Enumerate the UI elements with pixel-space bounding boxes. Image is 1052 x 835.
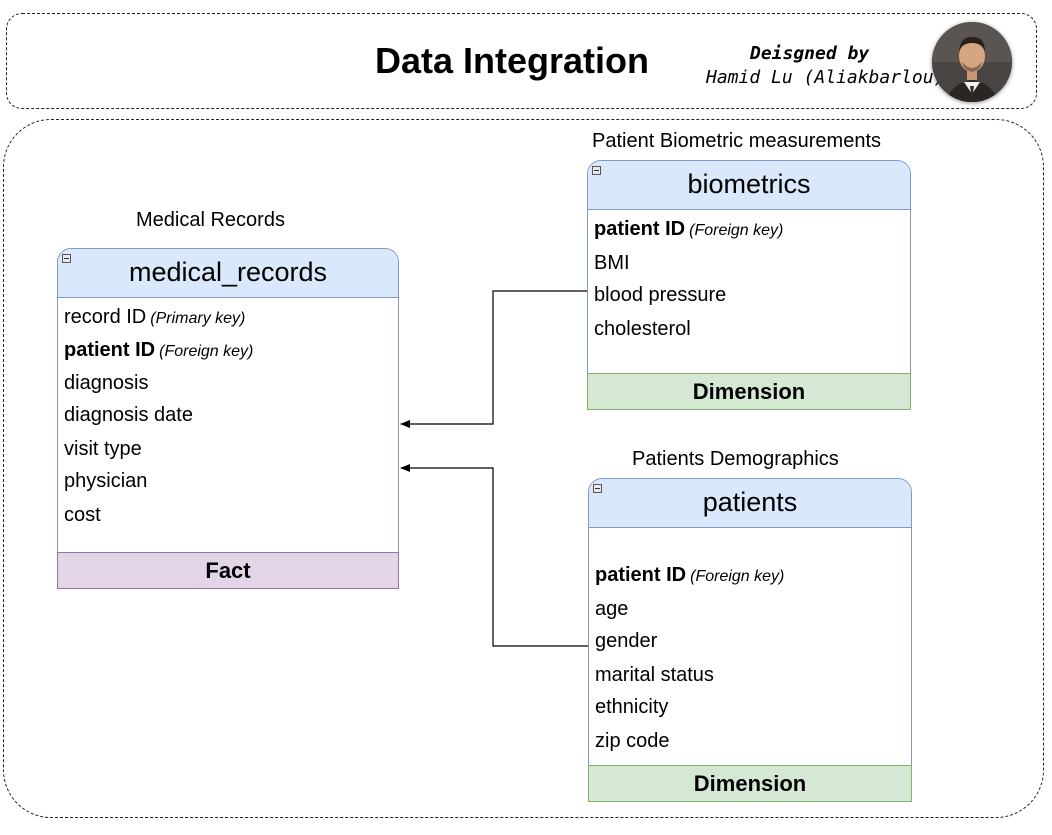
page-title: Data Integration xyxy=(375,40,650,81)
biometrics-field: blood pressure xyxy=(594,284,727,306)
biometrics-header[interactable]: biometrics xyxy=(588,161,910,210)
biometrics-caption: Patient Biometric measurements xyxy=(592,130,882,152)
medical-records-header[interactable]: medical_records xyxy=(58,249,398,298)
patients-field: age xyxy=(595,598,629,620)
medical-records-field: patient ID(Foreign key) xyxy=(64,339,254,361)
patients-header[interactable]: patients xyxy=(589,479,911,528)
patients-field: patient ID(Foreign key) xyxy=(595,564,785,586)
medical-records-name: medical_records xyxy=(128,257,328,287)
biometrics-table[interactable]: biometrics patient ID(Foreign key) BMI b… xyxy=(586,160,912,410)
connector-patients-to-medical-records xyxy=(400,464,589,647)
medical-records-field: diagnosis date xyxy=(64,404,193,426)
patients-field: ethnicity xyxy=(595,696,669,718)
medical-records-caption: Medical Records xyxy=(136,209,285,231)
patients-table[interactable]: patients patient ID(Foreign key) age gen… xyxy=(587,478,913,802)
medical-records-field: visit type xyxy=(64,438,142,460)
medical-records-table[interactable]: medical_records record ID(Primary key) p… xyxy=(56,248,400,589)
patients-field: zip code xyxy=(595,730,670,752)
patients-caption: Patients Demographics xyxy=(632,448,839,470)
medical-records-field: record ID(Primary key) xyxy=(64,306,246,328)
medical-records-field: physician xyxy=(64,470,148,492)
biometrics-field: cholesterol xyxy=(594,318,691,340)
biometrics-name: biometrics xyxy=(687,169,811,199)
collapse-icon[interactable] xyxy=(62,254,71,263)
medical-records-field: diagnosis xyxy=(64,372,149,394)
patients-name: patients xyxy=(702,487,798,517)
biometrics-field: patient ID(Foreign key) xyxy=(594,218,784,240)
connector-biometrics-to-medical-records xyxy=(400,290,588,428)
medical-records-field: cost xyxy=(64,504,101,526)
biometrics-field: BMI xyxy=(594,252,630,274)
collapse-icon[interactable] xyxy=(593,484,602,493)
fact-footer: Fact xyxy=(56,552,400,589)
diagram-canvas xyxy=(3,119,1044,818)
patients-field: gender xyxy=(595,630,658,652)
designed-by-label: Deisgned by xyxy=(750,43,870,64)
patients-field: marital status xyxy=(595,664,714,686)
dimension-footer: Dimension xyxy=(586,373,912,410)
dimension-footer: Dimension xyxy=(587,765,913,802)
header-frame xyxy=(6,13,1037,109)
collapse-icon[interactable] xyxy=(592,166,601,175)
designer-name: Hamid Lu (Aliakbarlou) xyxy=(706,67,945,88)
